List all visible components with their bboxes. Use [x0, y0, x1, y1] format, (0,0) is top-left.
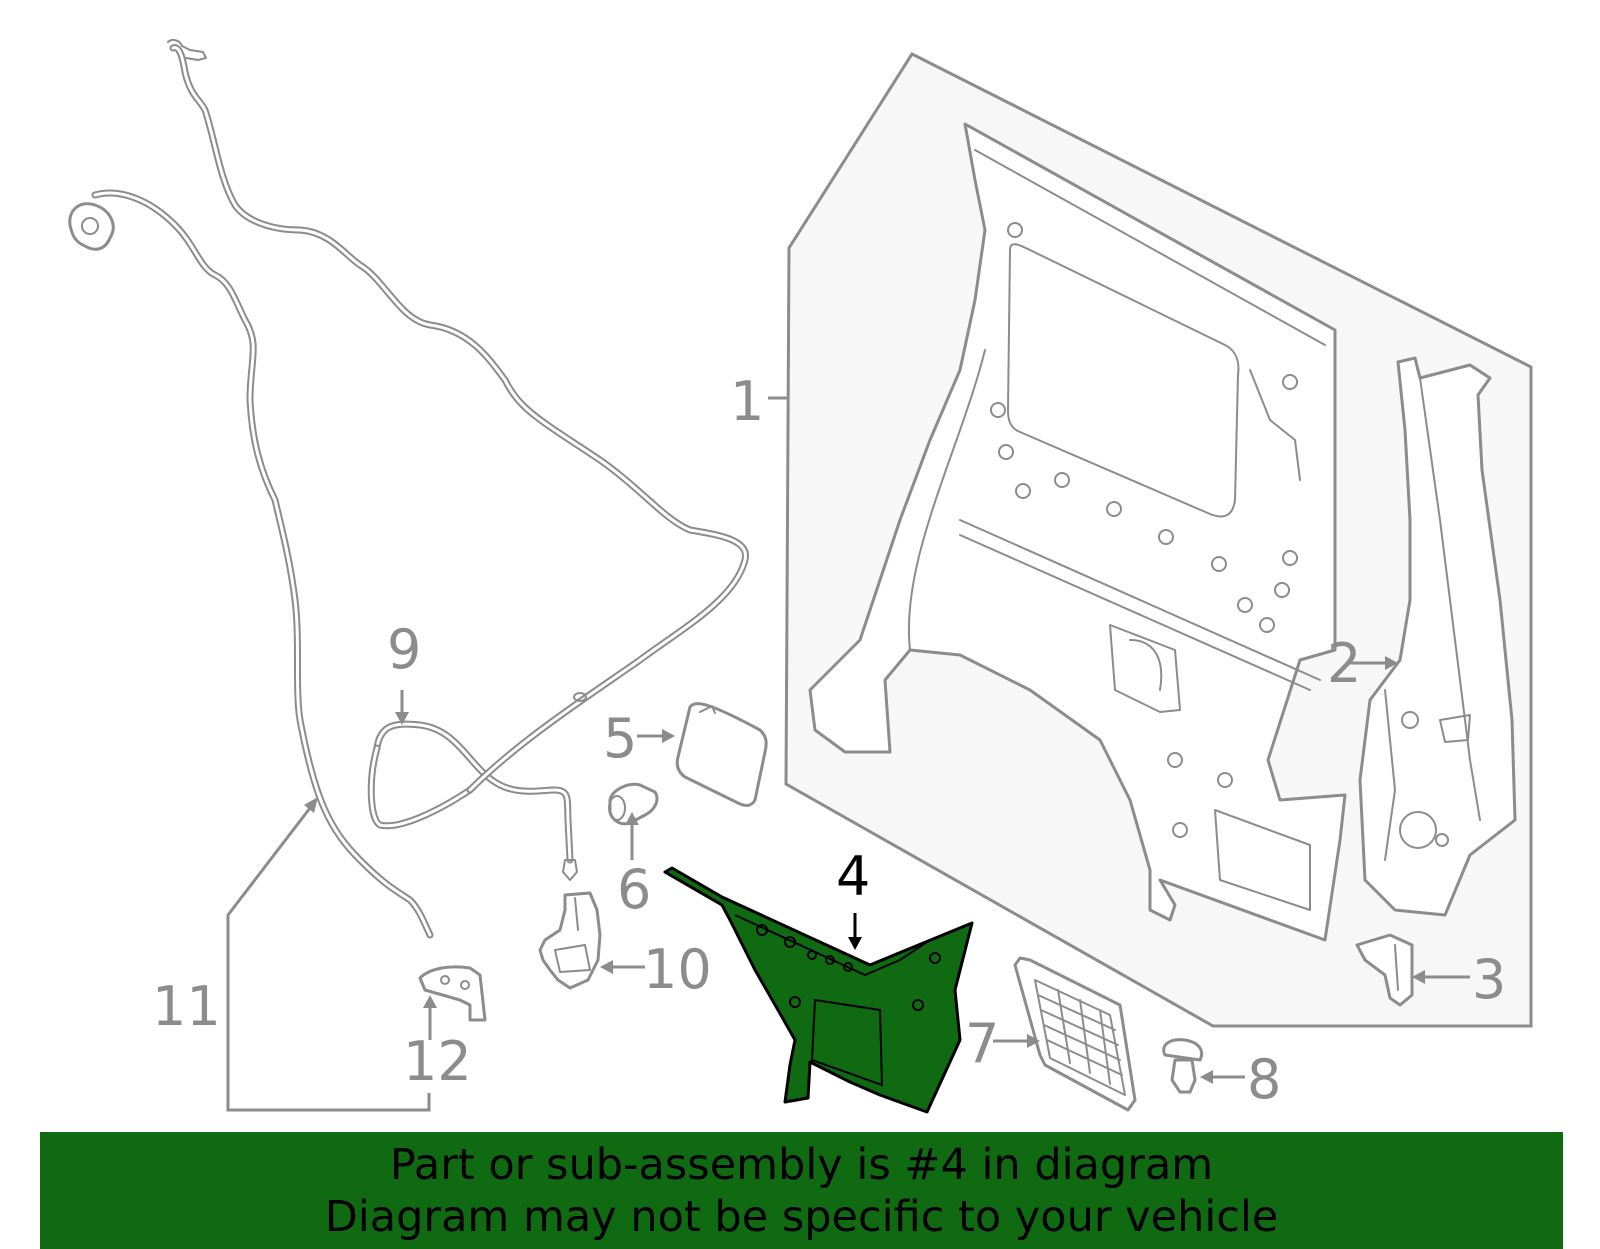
part-4-highlighted-panel[interactable]	[663, 866, 974, 1114]
banner-line-2: Diagram may not be specific to your vehi…	[324, 1191, 1279, 1242]
callout-7: 7	[965, 1012, 999, 1075]
callout-8: 8	[1247, 1048, 1281, 1111]
part-9-cable-loop[interactable]	[367, 720, 578, 881]
part-10-release-lever[interactable]	[538, 891, 602, 990]
callout-9: 9	[387, 618, 421, 681]
part-1-side-panel[interactable]	[808, 122, 1347, 942]
callout-2: 2	[1327, 632, 1361, 695]
callout-6: 6	[617, 858, 651, 921]
part-12-bracket[interactable]	[418, 965, 487, 1022]
callout-5: 5	[603, 707, 637, 770]
callout-3: 3	[1472, 948, 1506, 1011]
part-6-plug[interactable]	[608, 782, 659, 826]
part-5-fuel-door[interactable]	[675, 702, 768, 807]
callout-4: 4	[836, 845, 870, 908]
callout-labels: 1 2 3 4 5 6 7 8 9 10 11 12	[152, 370, 1506, 1111]
info-banner: Part or sub-assembly is #4 in diagram Di…	[40, 1132, 1563, 1249]
release-cable	[167, 38, 749, 794]
part-2-inner-pillar[interactable]	[1358, 356, 1517, 917]
leader-lines	[226, 396, 1470, 1112]
part-8-push-clip[interactable]	[1162, 1038, 1204, 1094]
callout-10: 10	[643, 938, 712, 1001]
callout-11: 11	[152, 975, 221, 1038]
part-7-vent-grille[interactable]	[1013, 956, 1137, 1112]
part-11-release-cable[interactable]	[68, 189, 434, 939]
callout-1: 1	[730, 370, 764, 433]
callout-12: 12	[403, 1030, 472, 1093]
banner-line-1: Part or sub-assembly is #4 in diagram	[389, 1139, 1214, 1190]
part-3-bracket[interactable]	[1355, 933, 1414, 1007]
